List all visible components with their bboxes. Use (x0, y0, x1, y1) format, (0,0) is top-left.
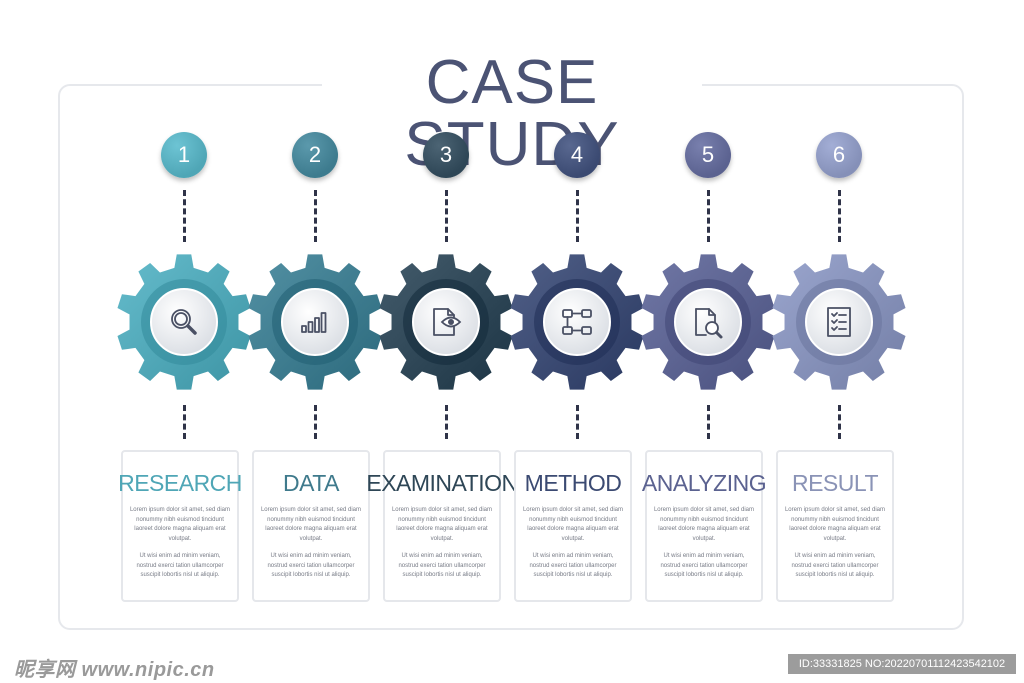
connector-top (183, 190, 186, 242)
connector-bottom (314, 405, 317, 439)
connector-bottom (576, 405, 579, 439)
step-description: Lorem ipsum dolor sit amet, sed diam non… (522, 507, 624, 542)
gear-icon (245, 252, 385, 392)
gear-icon (769, 252, 909, 392)
step-title: ANALYZING (641, 470, 767, 496)
watermark-id: ID:33331825 NO:20220701112423542102 (788, 654, 1016, 674)
connector-top (576, 190, 579, 242)
step-description-extra: Ut wisi enim ad minim veniam, nostrud ex… (791, 553, 879, 579)
step-description: Lorem ipsum dolor sit amet, sed diam non… (129, 507, 231, 542)
step-column-4: 4 (507, 0, 647, 683)
connector-top (445, 190, 448, 242)
step-description: Lorem ipsum dolor sit amet, sed diam non… (653, 507, 755, 542)
step-description: Lorem ipsum dolor sit amet, sed diam non… (260, 507, 362, 542)
gear-icon (638, 252, 778, 392)
flowchart-icon (562, 309, 592, 335)
step-title: RESULT (791, 470, 879, 496)
gear-icon (114, 252, 254, 392)
step-title: DATA (283, 470, 339, 496)
document-eye-icon (433, 308, 462, 336)
connector-top (838, 190, 841, 242)
gear-icon (376, 252, 516, 392)
step-description-extra: Ut wisi enim ad minim veniam, nostrud ex… (529, 553, 617, 579)
gear-icon (507, 252, 647, 392)
document-search-icon (695, 308, 723, 339)
step-description: Lorem ipsum dolor sit amet, sed diam non… (391, 507, 493, 542)
step-column-2: 2 (245, 0, 385, 683)
connector-bottom (838, 405, 841, 439)
step-title: METHOD (524, 470, 622, 496)
step-description-extra: Ut wisi enim ad minim veniam, nostrud ex… (398, 553, 486, 579)
step-column-5: 5 (638, 0, 778, 683)
step-card: METHOD Lorem ipsum dolor sit amet, sed d… (514, 450, 632, 602)
step-card: ANALYZING Lorem ipsum dolor sit amet, se… (642, 450, 767, 602)
step-card: RESEARCH Lorem ipsum dolor sit amet, sed… (118, 450, 242, 602)
connector-bottom (707, 405, 710, 439)
step-number-badge: 6 (816, 132, 862, 178)
bar-chart-icon (301, 312, 327, 333)
connector-bottom (183, 405, 186, 439)
step-number-badge: 3 (423, 132, 469, 178)
step-number-badge: 1 (161, 132, 207, 178)
step-title: RESEARCH (118, 470, 242, 496)
magnifier-icon (171, 309, 197, 335)
connector-top (314, 190, 317, 242)
step-number-badge: 4 (554, 132, 600, 178)
step-description-extra: Ut wisi enim ad minim veniam, nostrud ex… (136, 553, 224, 579)
step-title: EXAMINATION (366, 470, 518, 496)
checklist-icon (827, 307, 851, 337)
step-description-extra: Ut wisi enim ad minim veniam, nostrud ex… (267, 553, 355, 579)
step-column-1: 1 (114, 0, 254, 683)
watermark-site: 昵享网 www.nipic.cn (14, 659, 215, 681)
step-column-6: 6 (769, 0, 909, 683)
step-number-badge: 2 (292, 132, 338, 178)
connector-top (707, 190, 710, 242)
step-card: RESULT Lorem ipsum dolor sit amet, sed d… (776, 450, 894, 602)
step-card: EXAMINATION Lorem ipsum dolor sit amet, … (366, 450, 518, 602)
step-column-3: 3 (366, 0, 518, 683)
step-description: Lorem ipsum dolor sit amet, sed diam non… (784, 507, 886, 542)
step-number-badge: 5 (685, 132, 731, 178)
connector-bottom (445, 405, 448, 439)
step-card: DATA Lorem ipsum dolor sit amet, sed dia… (252, 450, 370, 602)
step-description-extra: Ut wisi enim ad minim veniam, nostrud ex… (660, 553, 748, 579)
